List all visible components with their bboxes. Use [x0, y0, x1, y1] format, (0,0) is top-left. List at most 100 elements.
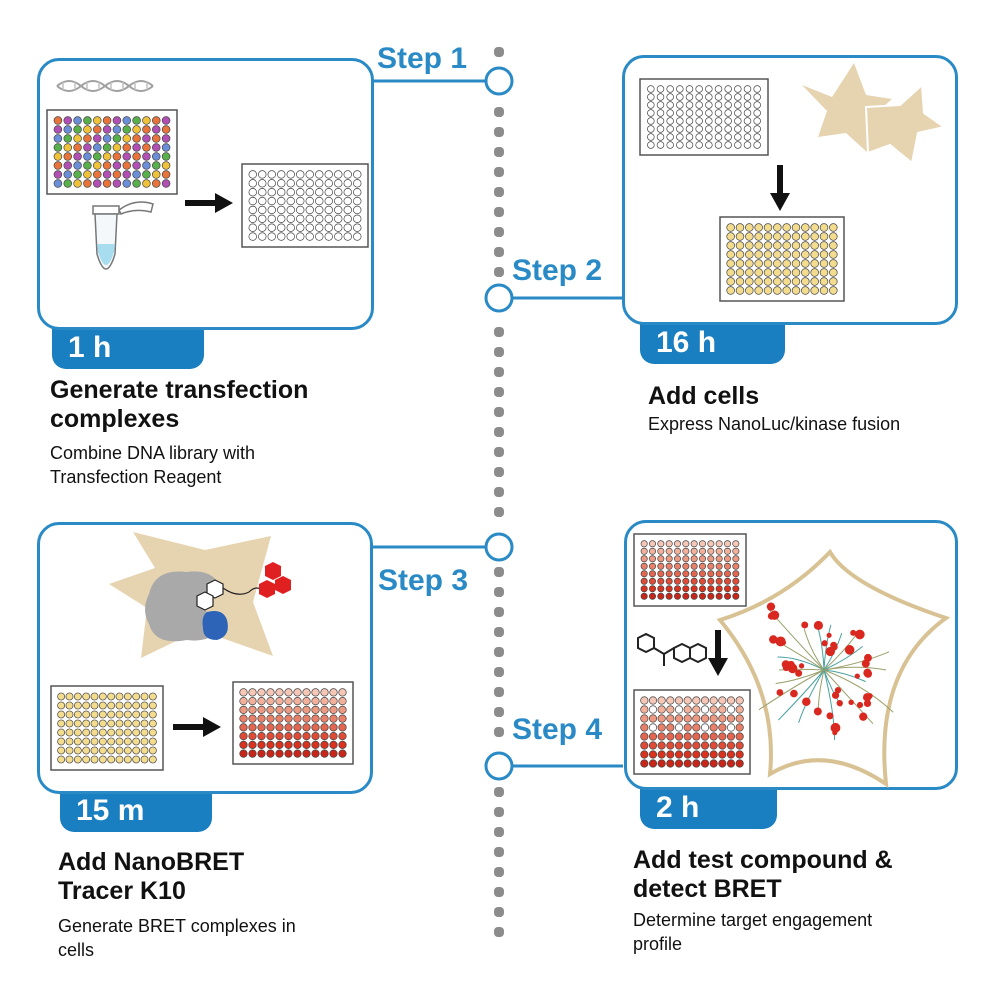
well	[324, 188, 333, 197]
well	[334, 179, 343, 188]
well	[676, 117, 684, 125]
well	[707, 577, 715, 585]
well	[640, 705, 649, 714]
tree-node	[798, 663, 805, 669]
well	[683, 696, 692, 705]
well	[329, 749, 338, 758]
well	[726, 723, 736, 732]
step-2-label: Step 2	[512, 254, 603, 287]
step-1-title-line-1: Generate transfection	[50, 376, 309, 404]
well	[673, 540, 681, 548]
well	[315, 205, 324, 215]
well	[122, 116, 131, 125]
timeline-dot	[494, 887, 504, 897]
well	[305, 179, 314, 188]
multiwell-plate-icon	[241, 163, 369, 248]
well	[829, 268, 838, 277]
well	[709, 714, 718, 723]
well	[656, 117, 665, 125]
well	[695, 85, 703, 93]
well	[819, 241, 829, 250]
well	[735, 723, 744, 732]
well	[258, 170, 267, 179]
well	[112, 152, 122, 161]
well	[151, 125, 161, 134]
well	[338, 740, 347, 749]
well	[258, 205, 267, 215]
well	[647, 101, 655, 109]
well	[107, 728, 116, 737]
well	[248, 188, 257, 197]
well	[161, 152, 171, 161]
well	[819, 223, 829, 232]
well	[63, 179, 73, 188]
well	[248, 705, 257, 715]
well	[649, 585, 657, 593]
well	[102, 179, 112, 188]
well	[315, 179, 324, 188]
kinase-protein-icon	[145, 571, 228, 642]
well	[334, 205, 343, 215]
well	[296, 205, 305, 215]
well	[734, 141, 742, 149]
well	[801, 259, 810, 268]
well	[791, 286, 801, 295]
well	[745, 268, 754, 277]
well	[673, 585, 681, 593]
well	[277, 205, 286, 215]
well	[343, 188, 352, 197]
tree-node	[767, 612, 776, 620]
step-1-node	[484, 66, 514, 96]
well	[665, 592, 673, 600]
well	[132, 701, 141, 710]
tree-node	[813, 620, 823, 631]
well	[267, 232, 276, 241]
well	[258, 188, 267, 197]
tree-node	[836, 700, 843, 707]
well	[112, 143, 122, 152]
tree-node	[766, 602, 776, 611]
well	[718, 705, 727, 714]
well	[257, 688, 266, 697]
well	[239, 749, 248, 758]
well	[248, 723, 257, 732]
well	[320, 740, 329, 749]
well	[745, 250, 754, 259]
timeline-dot	[494, 687, 504, 697]
well	[810, 259, 819, 268]
arrow-right-icon	[185, 193, 233, 213]
well	[248, 740, 257, 749]
well	[682, 592, 690, 600]
well	[338, 731, 347, 741]
well	[648, 732, 658, 741]
well	[277, 232, 286, 241]
well	[338, 723, 347, 732]
well	[724, 101, 732, 109]
well	[640, 714, 649, 723]
well	[258, 214, 267, 223]
tree-node	[866, 693, 873, 699]
well	[648, 723, 658, 732]
well	[302, 688, 311, 697]
well	[329, 697, 338, 706]
well	[82, 701, 91, 710]
well	[673, 547, 681, 555]
well	[267, 170, 276, 179]
well	[239, 731, 248, 741]
well	[132, 719, 141, 728]
tree-branch	[823, 624, 832, 671]
well	[726, 268, 735, 277]
well	[334, 232, 343, 241]
well	[277, 223, 286, 232]
well	[115, 737, 124, 746]
well	[305, 214, 314, 223]
step-4-node	[484, 751, 514, 781]
well	[73, 125, 82, 134]
well	[315, 196, 324, 206]
well	[324, 196, 333, 206]
well	[286, 214, 295, 223]
well	[801, 223, 810, 232]
well	[707, 547, 715, 555]
well	[726, 741, 736, 750]
well	[142, 143, 151, 152]
